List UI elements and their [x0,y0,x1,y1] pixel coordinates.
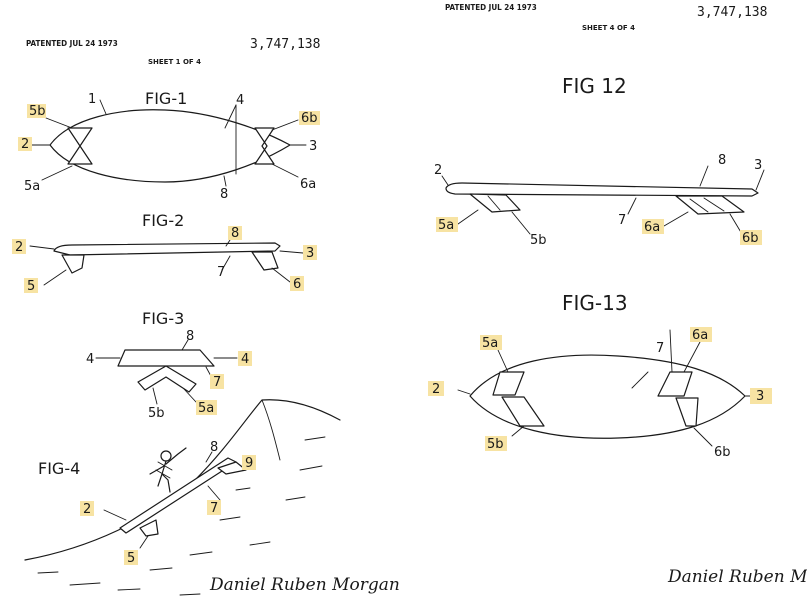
wave-face [24,399,341,561]
label-3: 3 [754,158,762,173]
label-3: 3 [306,246,314,261]
label-6a: 6a [692,328,708,343]
board-side-view [445,182,759,197]
fig-4-title: FIG-4 [38,459,80,478]
fig-4: FIG-4 [24,399,341,596]
label-5a: 5a [438,218,454,233]
board-side-view [53,242,281,256]
sheet-4: PATENTED JUL 24 1973 3,747,138 SHEET 4 O… [428,3,807,587]
label-8: 8 [718,153,726,168]
fig-12: FIG 12 2 8 3 5a 7 6a 5b 6b [434,74,765,248]
label-4: 4 [236,93,244,108]
label-6b: 6b [714,445,731,460]
label-3: 3 [309,139,317,154]
label-8: 8 [186,329,194,344]
label-5b: 5b [29,104,46,119]
fig-13-title: FIG-13 [562,291,628,315]
label-5: 5 [27,279,35,294]
fin-6a-top-view [657,371,693,397]
label-6b: 6b [301,111,318,126]
fig-2: FIG-2 2 8 3 5 7 6 [12,211,317,294]
label-6a: 6a [300,177,316,192]
board-outline-top-view [49,109,291,183]
fin-6-side-view [251,251,279,271]
wave-lip [261,399,281,461]
patented-date: PATENTED JUL 24 1973 [26,39,118,48]
label-5a: 5a [482,336,498,351]
label-8: 8 [220,187,228,202]
label-6: 6 [293,277,301,292]
label-5b: 5b [148,406,165,421]
label-7: 7 [656,341,664,356]
surfboard-on-wave [119,457,237,534]
sheet-1: PATENTED JUL 24 1973 3,747,138 SHEET 1 O… [12,37,400,596]
label-5b: 5b [487,437,504,452]
fig-13: FIG-13 5a 7 6a 2 3 5b 6b [428,291,772,460]
label-2: 2 [434,163,442,178]
fin-5a-top-view [492,371,525,396]
label-2: 2 [83,502,91,517]
label-4-right: 4 [241,352,249,367]
fin-6-top-view [254,127,275,165]
label-7: 7 [618,213,626,228]
label-2: 2 [21,137,29,152]
label-2: 2 [432,382,440,397]
signature-right: Daniel Ruben Morgan [667,567,807,587]
label-5: 5 [127,551,135,566]
label-5a: 5a [24,179,40,194]
label-2: 2 [15,240,23,255]
label-9: 9 [245,456,253,471]
label-7: 7 [210,501,218,516]
board-section [117,349,215,367]
sheet-number: SHEET 4 OF 4 [582,24,635,32]
fig-1: FIG-1 5b 1 4 6b 2 3 [18,89,320,202]
fin-5b-top-view [501,396,545,427]
label-1: 1 [88,92,96,107]
label-5b: 5b [530,233,547,248]
fin-5-side-view [61,254,85,274]
label-6b: 6b [742,231,759,246]
fig-2-title: FIG-2 [142,211,184,230]
label-7: 7 [213,375,221,390]
fin-5-on-wave [139,519,159,537]
fin-6-side-view [675,195,745,215]
fin-5-top-view [67,127,93,165]
v-fin-section [137,365,197,393]
fig-3: FIG-3 4 4 8 7 5b 5a [86,309,252,421]
surfer-figure [149,447,187,493]
fin-5-side-view [469,193,521,213]
fin-6b-top-view [675,397,699,427]
label-3: 3 [756,389,764,404]
label-6a: 6a [644,220,660,235]
signature-left: Daniel Ruben Morgan [209,575,400,595]
sheet-number: SHEET 1 OF 4 [148,58,201,66]
patent-number: 3,747,138 [697,5,767,20]
water-strokes [37,436,326,596]
label-8: 8 [231,226,239,241]
patented-date: PATENTED JUL 24 1973 [445,3,537,12]
fig-12-title: FIG 12 [562,74,627,98]
label-7: 7 [217,265,225,280]
label-5a: 5a [198,401,214,416]
label-8: 8 [210,440,218,455]
fig-1-title: FIG-1 [145,89,187,108]
fig-3-title: FIG-3 [142,309,184,328]
label-4-left: 4 [86,352,94,367]
patent-number: 3,747,138 [250,37,320,52]
